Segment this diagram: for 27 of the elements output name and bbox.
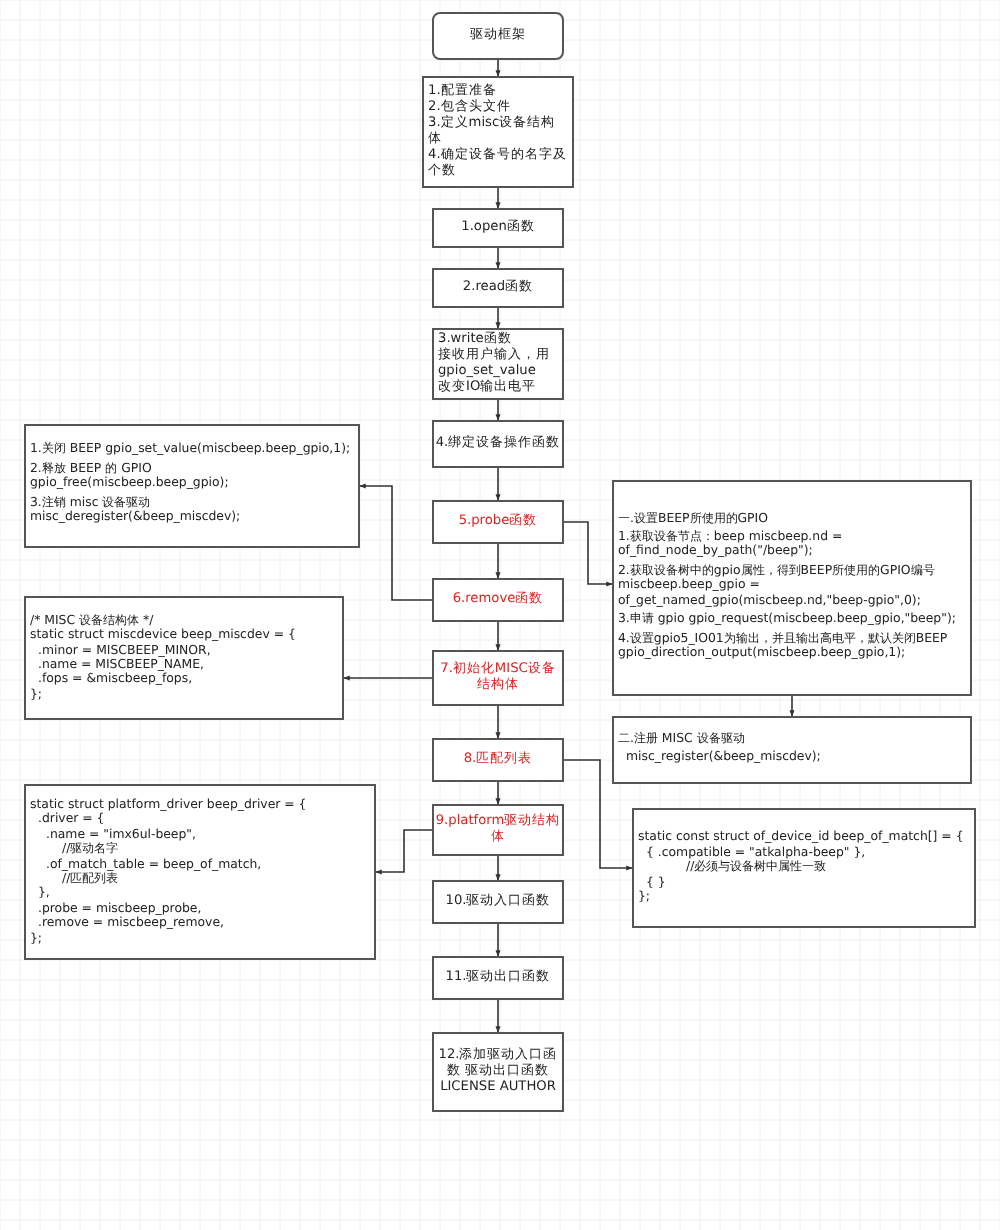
arrow (375, 829, 433, 875)
code-note-box (612, 716, 972, 784)
arrow (495, 59, 501, 77)
code-note-box (24, 424, 360, 548)
arrow (495, 621, 501, 651)
arrow (343, 675, 433, 681)
arrow (495, 467, 501, 501)
arrow (495, 307, 501, 329)
arrow (359, 483, 433, 601)
arrow (495, 781, 501, 805)
arrow (563, 521, 613, 587)
code-note-box (24, 784, 376, 960)
code-note-box (612, 480, 972, 696)
arrow (495, 543, 501, 579)
arrow (495, 187, 501, 209)
arrow (495, 855, 501, 881)
code-note-box (24, 596, 344, 720)
arrow (789, 695, 795, 717)
code-note-box (632, 808, 976, 928)
arrow (495, 247, 501, 269)
arrow (563, 759, 633, 871)
arrow (495, 999, 501, 1033)
arrow (495, 923, 501, 957)
arrow (495, 705, 501, 739)
arrow (495, 399, 501, 421)
process-box (432, 328, 564, 400)
process-box (422, 76, 574, 188)
